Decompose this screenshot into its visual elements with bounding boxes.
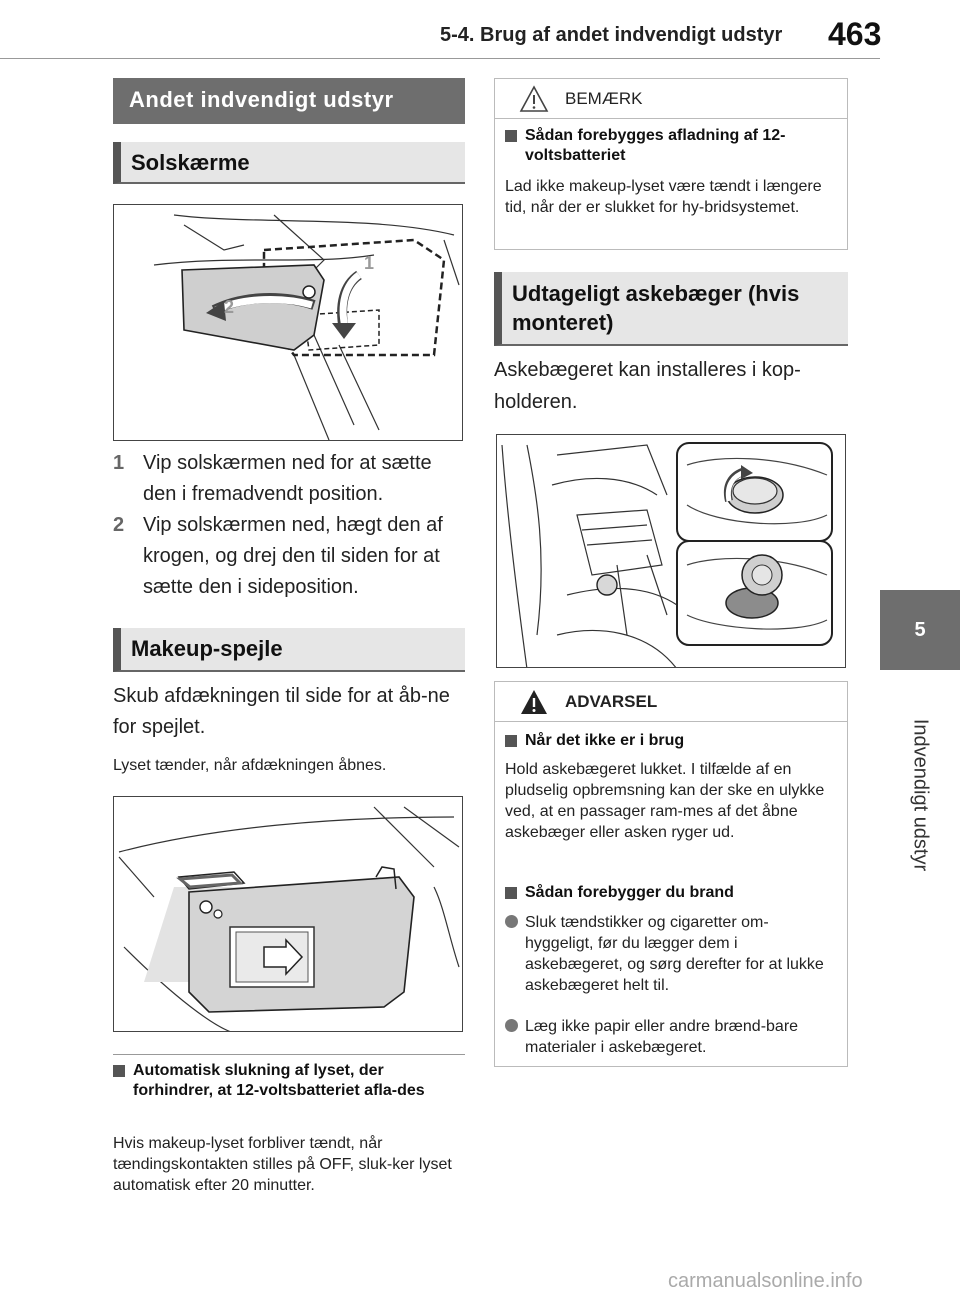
notice-header: BEMÆRK <box>495 79 847 119</box>
circle-bullet-icon <box>505 1019 518 1032</box>
step-1-text: Vip solskærmen ned for at sætte den i fr… <box>143 452 432 505</box>
circle-bullet-icon <box>505 915 518 928</box>
sun-visor-illustration: 1 2 <box>113 204 463 441</box>
vanity-mirror-illustration <box>113 796 463 1032</box>
square-bullet-icon <box>113 1065 125 1077</box>
ashtray-intro: Askebægeret kan installeres i kop-holder… <box>494 359 801 413</box>
auto-off-text: Hvis makeup-lyset forbliver tændt, når t… <box>113 1135 452 1194</box>
warning-header: ADVARSEL <box>495 682 847 722</box>
warning-item1-title: Når det ikke er i brug <box>505 731 835 751</box>
step-2: 2 Vip solskærmen ned, hægt den af krogen… <box>113 510 465 603</box>
figure-label-2: 2 <box>224 297 234 317</box>
step-2-text: Vip solskærmen ned, hægt den af krogen, … <box>143 514 443 598</box>
auto-off-title-text: Automatisk slukning af lyset, der forhin… <box>133 1062 425 1099</box>
auto-off-title: Automatisk slukning af lyset, der forhin… <box>113 1061 465 1101</box>
header-divider <box>0 58 880 59</box>
warning-item1-text: Hold askebægeret lukket. I tilfælde af e… <box>505 761 825 841</box>
warning-item2-title-text: Sådan forebygger du brand <box>525 884 734 901</box>
figure-label-1: 1 <box>364 253 374 273</box>
notice-box: BEMÆRK Sådan forebygges afladning af 12-… <box>494 78 848 250</box>
vanity-light-note: Lyset tænder, når afdækningen åbnes. <box>113 757 387 774</box>
notice-item-text: Lad ikke makeup-lyset være tændt i længe… <box>505 178 822 216</box>
left-divider <box>113 1054 465 1055</box>
step-1-number: 1 <box>113 452 125 474</box>
page-number: 463 <box>828 16 882 52</box>
notice-item-title: Sådan forebygges afladning af 12-voltsba… <box>505 126 825 166</box>
ashtray-illustration <box>496 434 846 668</box>
warning-bullet-2: Læg ikke papir eller andre brænd-bare ma… <box>505 1016 835 1058</box>
warning-label: ADVARSEL <box>565 692 658 711</box>
vanity-mirror-heading: Makeup-spejle <box>113 628 465 672</box>
notice-label: BEMÆRK <box>565 89 643 108</box>
square-bullet-icon <box>505 887 517 899</box>
chapter-tab-number: 5 <box>880 590 960 670</box>
vanity-mirror-intro: Skub afdækningen til side for at åb-ne f… <box>113 685 450 738</box>
main-heading: Andet indvendigt udstyr <box>113 78 465 124</box>
sun-visor-heading: Solskærme <box>113 142 465 184</box>
warning-item1-title-text: Når det ikke er i brug <box>525 732 685 749</box>
section-title: 5-4. Brug af andet indvendigt udstyr <box>440 24 783 46</box>
watermark: carmanualsonline.info <box>668 1270 863 1292</box>
caution-outline-icon <box>519 85 549 112</box>
warning-bullet-1: Sluk tændstikker og cigaretter om-hyggel… <box>505 912 835 996</box>
warning-bullet-2-text: Læg ikke papir eller andre brænd-bare ma… <box>525 1018 799 1056</box>
warning-triangle-icon <box>521 690 547 714</box>
chapter-tab-title-area: Indvendigt udstyr <box>880 680 960 910</box>
warning-item2-title: Sådan forebygger du brand <box>505 883 835 903</box>
ashtray-heading: Udtageligt askebæger (hvis monteret) <box>494 272 848 346</box>
chapter-tab-title: Indvendigt udstyr <box>909 718 932 872</box>
step-2-number: 2 <box>113 514 125 536</box>
notice-item-title-text: Sådan forebygges afladning af 12-voltsba… <box>525 127 786 164</box>
warning-bullet-1-text: Sluk tændstikker og cigaretter om-hyggel… <box>525 914 824 994</box>
square-bullet-icon <box>505 735 517 747</box>
square-bullet-icon <box>505 130 517 142</box>
warning-box: ADVARSEL Når det ikke er i brug Hold ask… <box>494 681 848 1067</box>
step-1: 1 Vip solskærmen ned for at sætte den i … <box>113 448 465 510</box>
